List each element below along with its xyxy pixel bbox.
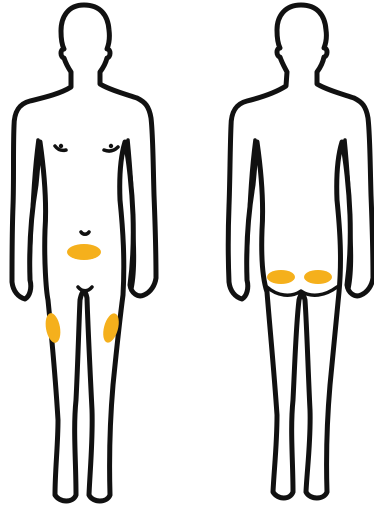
right-nipple — [109, 144, 113, 148]
injection-site-right-buttock — [304, 270, 332, 284]
back-body-figure — [187, 0, 374, 509]
left-nipple — [59, 144, 63, 148]
injection-site-abdomen — [67, 244, 101, 260]
front-body-figure — [0, 0, 187, 509]
injection-site-left-buttock — [267, 270, 295, 284]
